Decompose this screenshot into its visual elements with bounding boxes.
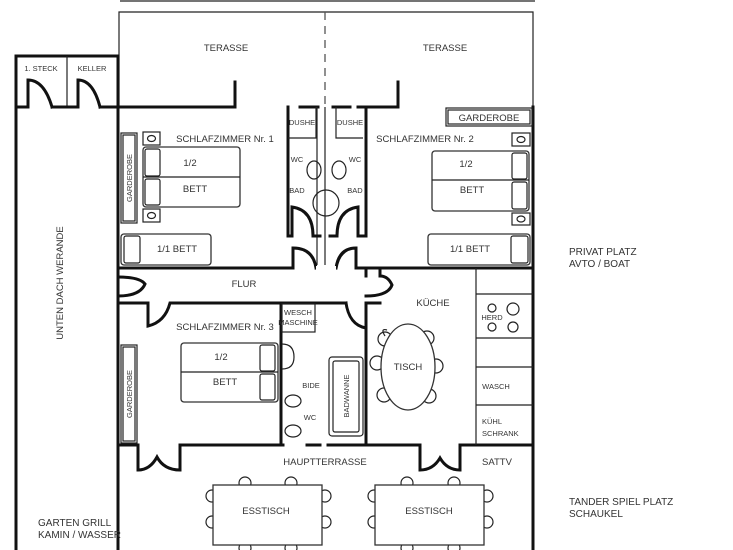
private-parking-label-1: PRIVAT PLATZ (569, 247, 637, 258)
kitchen-table-label: TISCH (394, 362, 423, 373)
dining-table-left: ESSTISCH (205, 476, 332, 550)
sat-tv-label: SATTV (482, 457, 513, 468)
exterior-labels: PRIVAT PLATZ AVTO / BOAT TANDER SPIEL PL… (38, 247, 673, 541)
fridge-label-2: SCHRANK (482, 429, 519, 438)
garden-label-2: KAMIN / WASSER (38, 530, 121, 541)
bedroom-1-single-bed-label: 1/1 BETT (157, 244, 197, 255)
main-terrace-label: HAUPTTERRASSE (283, 457, 366, 468)
bath-right-label: BAD (347, 186, 363, 195)
kitchen: KÜCHE HERD WASCH KÜHL SCHRANK TISCH (369, 268, 533, 445)
washing-machine-label-2: MASCHINE (278, 318, 318, 327)
garden-label-1: GARTEN GRILL (38, 518, 112, 529)
bedroom-2-wardrobe-label: GARDEROBE (459, 113, 520, 124)
upper-floor-label: 1. STECK (24, 64, 57, 73)
veranda-label: UNTEN DACH WERANDE (55, 226, 66, 339)
bedroom-2-bed-half-label: 1/2 (459, 159, 472, 170)
dining-table-right-label: ESSTISCH (405, 506, 453, 517)
sink-label: WASCH (482, 382, 510, 391)
stove-label: HERD (481, 313, 503, 322)
hallway: FLUR (116, 266, 394, 330)
playground-label-1: TANDER SPIEL PLATZ (569, 497, 673, 508)
bedroom-3: SCHLAFZIMMER Nr. 3 GARDEROBE 1/2 BETT (120, 301, 283, 447)
bath-left-label: BAD (289, 186, 305, 195)
cellar-label: KELLER (78, 64, 107, 73)
dining-table-left-label: ESSTISCH (242, 506, 290, 517)
playground-label-2: SCHAUKEL (569, 509, 623, 520)
main-terrace: HAUPTTERRASSE SATTV ESSTISCH ESSTISCH (205, 457, 513, 550)
terrace-right-label: TERASSE (423, 43, 467, 54)
bedroom-3-wardrobe-label: GARDEROBE (125, 370, 134, 418)
wc-left-label: WC (291, 155, 304, 164)
bedroom-3-title: SCHLAFZIMMER Nr. 3 (176, 322, 274, 333)
bedroom-1-bed-label: BETT (183, 184, 207, 195)
bedroom-1-wardrobe-label: GARDEROBE (125, 154, 134, 202)
fridge-label-1: KÜHL (482, 417, 502, 426)
bedroom-2-single-bed-label: 1/1 BETT (450, 244, 490, 255)
washing-machine-label-1: WESCH (284, 308, 312, 317)
terrace-area: TERASSE TERASSE (118, 11, 534, 108)
bathroom-3-wc-label: WC (304, 413, 317, 422)
shower-right-label: DUSHE (337, 118, 363, 127)
dining-table-right: ESSTISCH (367, 476, 494, 550)
bedroom-2-bed-label: BETT (460, 185, 484, 196)
bedroom-3-bed-label: BETT (213, 377, 237, 388)
kitchen-label: KÜCHE (416, 298, 449, 309)
veranda-strip: 1. STECK KELLER UNTEN DACH WERANDE (14, 54, 120, 550)
shower-left-label: DUSHE (289, 118, 315, 127)
bedroom-1-title: SCHLAFZIMMER Nr. 1 (176, 134, 274, 145)
bedroom-1: SCHLAFZIMMER Nr. 1 GARDEROBE 1/2 BETT 1/… (116, 105, 295, 270)
bathroom-3: WESCH MASCHINE BIDE WC BADWANNE (278, 303, 368, 447)
hallway-label: FLUR (232, 279, 257, 290)
bedroom-3-bed-half-label: 1/2 (214, 352, 227, 363)
terrace-left-label: TERASSE (204, 43, 248, 54)
bidet-label: BIDE (302, 381, 320, 390)
bedroom-2-title: SCHLAFZIMMER Nr. 2 (376, 134, 474, 145)
house-walls (116, 80, 535, 550)
bathtub-label: BADWANNE (342, 374, 351, 417)
central-bathrooms: DUSHE DUSHE WC WC BAD BAD (286, 105, 368, 270)
bedroom-1-bed-half-label: 1/2 (183, 158, 196, 169)
private-parking-label-2: AVTO / BOAT (569, 259, 630, 270)
bedroom-2: GARDEROBE SCHLAFZIMMER Nr. 2 1/2 BETT 1/… (354, 107, 535, 270)
wc-right-label: WC (349, 155, 362, 164)
